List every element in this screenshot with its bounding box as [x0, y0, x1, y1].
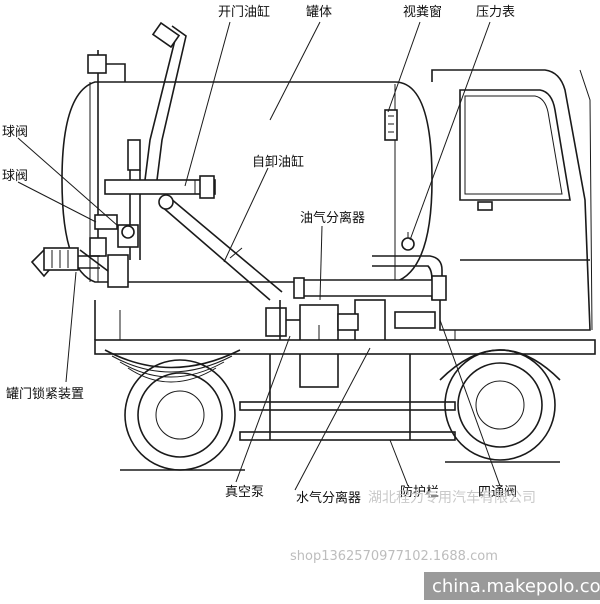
label-oil-gas-separator: 油气分离器 — [300, 210, 365, 226]
label-vacuum-pump: 真空泵 — [225, 485, 264, 500]
guard-rail-shape — [239, 354, 456, 441]
front-wheel — [439, 349, 561, 463]
label-door-clamp-device: 罐门锁紧装置 — [6, 386, 84, 402]
label-pressure-gauge: 压力表 — [476, 5, 515, 20]
brand-badge — [424, 572, 600, 600]
label-sight-glass: 视粪窗 — [403, 4, 442, 20]
label-open-door-cylinder: 开门油缸 — [218, 4, 270, 20]
rear-wheel — [120, 359, 245, 471]
chassis-frame — [94, 300, 596, 355]
label-ball-valve-1: 球阀 — [2, 125, 28, 140]
watermark-shop-url: shop1362570977102.1688.com — [290, 549, 498, 564]
sight-glass-shape — [384, 109, 398, 141]
truck-cab — [431, 69, 593, 345]
door-clamp-device-shape — [30, 247, 79, 278]
rear-leaf-spring — [104, 349, 241, 383]
leader-lines — [17, 21, 501, 491]
label-four-way-valve: 四通阀 — [478, 485, 517, 500]
oil-gas-separator-shape — [293, 255, 447, 301]
pressure-gauge-shape — [401, 232, 415, 251]
watermark-company: 湖北程力专用汽车有限公司 — [368, 489, 536, 506]
label-guard-rail: 防护栏 — [400, 484, 439, 500]
label-ball-valve-2: 球阀 — [2, 169, 28, 184]
watermark-brand: china.makepolo.com — [432, 576, 600, 597]
open-door-cylinder-shape — [104, 175, 216, 199]
label-unload-cylinder: 自卸油缸 — [252, 154, 304, 170]
unload-cylinder-shape — [158, 194, 283, 301]
label-water-gas-separator: 水气分离器 — [296, 490, 361, 506]
water-gas-separator-shape — [337, 299, 436, 347]
label-tank-body: 罐体 — [306, 5, 332, 20]
